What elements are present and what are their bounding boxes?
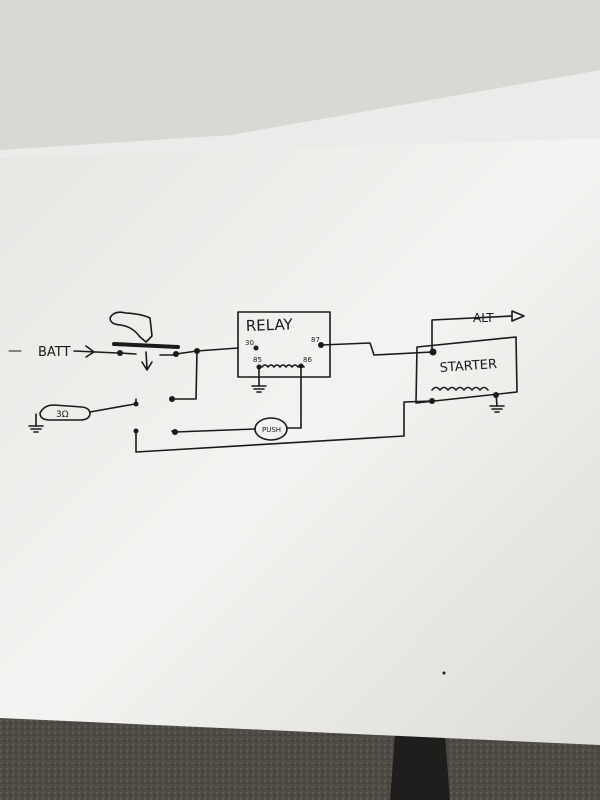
return-loop-wire bbox=[135, 400, 433, 453]
relay-to-starter-wire bbox=[320, 342, 433, 356]
upper-paper-sheet bbox=[0, 0, 600, 150]
paper-stack-edge bbox=[0, 70, 600, 160]
relay-pin-86-label: 86 bbox=[303, 356, 312, 364]
push-button-label: PUSH bbox=[262, 426, 281, 434]
relay-title-label: RELAY bbox=[246, 315, 294, 335]
relay-pin-87-label: 87 bbox=[311, 336, 320, 344]
relay-pin-85-label: 85 bbox=[253, 356, 262, 364]
relay-coil-icon bbox=[261, 364, 305, 368]
alternator-wire bbox=[431, 315, 513, 353]
alternator-label: ALT bbox=[473, 311, 494, 325]
starter-label: STARTER bbox=[439, 357, 497, 376]
push-button-wire bbox=[174, 428, 256, 433]
key-switch-bar bbox=[112, 342, 180, 349]
junction-dots bbox=[117, 342, 499, 675]
battery-wire bbox=[73, 350, 119, 354]
battery-label: BATT bbox=[38, 345, 71, 360]
starter-ground-symbol-icon bbox=[489, 405, 505, 413]
starter-box bbox=[415, 336, 518, 404]
resistor-ground-symbol-icon bbox=[28, 425, 44, 433]
key-switch-stem bbox=[145, 351, 148, 369]
key-switch-lever bbox=[109, 311, 153, 343]
alternator-arrow-icon bbox=[511, 310, 525, 322]
starter-coil-icon bbox=[431, 386, 489, 391]
circuit-drawing bbox=[28, 310, 525, 453]
ground-symbol-icon bbox=[251, 385, 267, 393]
battery-arrow-icon bbox=[85, 345, 95, 358]
resistor-label: 3Ω bbox=[56, 410, 69, 420]
key-switch-down-arrow-icon bbox=[141, 361, 153, 371]
relay-trigger-wire bbox=[286, 365, 302, 429]
dark-furniture bbox=[390, 735, 450, 800]
resistor-body bbox=[39, 404, 91, 421]
relay-pin-30-label: 30 bbox=[245, 339, 254, 347]
battery-prefix-label: — bbox=[8, 343, 22, 359]
resistor-lead bbox=[89, 403, 136, 413]
